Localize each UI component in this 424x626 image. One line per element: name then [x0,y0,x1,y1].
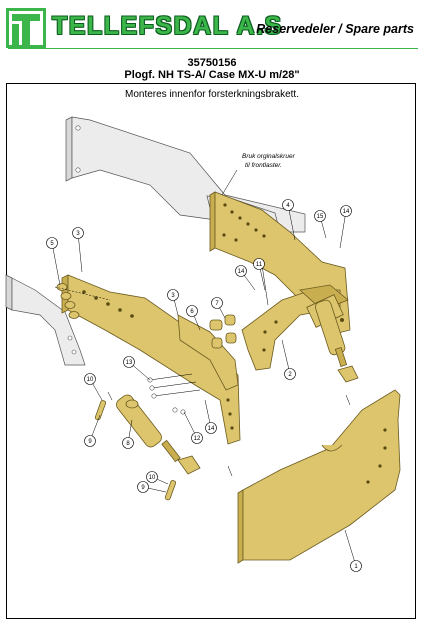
document-title: Plogf. NH TS-A/ Case MX-U m/28" [124,69,300,81]
callout-9: 9 [84,435,96,447]
part-13-bolts [147,373,201,415]
callout-circle [46,237,58,249]
callout-circle [84,435,96,447]
part-cylinder-right [314,299,359,383]
annotation-line-1: Bruk orginalskruer [242,153,296,160]
callout-number: 9 [88,439,92,445]
callout-number: 9 [141,485,145,491]
callout-number: 14 [238,269,245,275]
callout-5: 5 [46,237,58,249]
callout-15: 15 [314,210,326,222]
callout-circle [146,471,158,483]
part-6-7-bushings [209,314,237,349]
brand-name: TELLEFSDAL A.S [52,12,283,40]
tellefsdal-logo-icon [6,8,46,48]
callout-circle [211,297,223,309]
callout-13: 13 [123,356,135,368]
callout-11: 11 [253,258,265,270]
header-divider [8,48,418,49]
callout-number: 10 [149,475,156,481]
callout-circle [284,368,296,380]
callout-number: 13 [126,360,133,366]
callout-number: 6 [190,309,194,315]
callout-circle [235,265,247,277]
callout-circle [122,437,134,449]
drawing-frame [6,83,416,619]
callout-circle [137,481,149,493]
callout-6: 6 [186,305,198,317]
callout-3: 3 [167,289,179,301]
callout-number: 11 [256,262,263,268]
callout-number: 10 [87,377,94,383]
page-header: TELLEFSDAL A.S Reservedeler / Spare part… [0,0,424,52]
tagline: Reservedeler / Spare parts [256,22,414,36]
callout-circle [191,432,203,444]
callout-circle [167,289,179,301]
part-9-10-pins [94,391,351,501]
callout-circle [253,258,265,270]
callout-14: 14 [235,265,247,277]
callout-14: 14 [205,422,217,434]
callout-number: 15 [317,214,324,220]
callout-number: 3 [76,231,80,237]
callout-8: 8 [122,437,134,449]
part-5-spacers [54,283,111,319]
callout-circle [282,199,294,211]
mounting-note: Monteres innenfor forsterkningsbrakett. [125,89,299,100]
callout-number: 12 [194,436,201,442]
callout-14: 14 [340,205,352,217]
annotation-line-2: til frontlaster. [245,162,282,169]
callout-number: 5 [50,241,54,247]
part-1-mounting-plate [237,389,401,564]
callout-9: 9 [137,481,149,493]
callout-number: 3 [171,293,175,299]
callout-7: 7 [211,297,223,309]
callout-number: 1 [354,564,358,570]
part-3-side-plate [177,314,239,391]
callout-1: 1 [350,560,362,572]
callout-circle [186,305,198,317]
callout-circle [314,210,326,222]
callout-circle [350,560,362,572]
callout-3: 3 [72,227,84,239]
callout-10: 10 [84,373,96,385]
part-8-cylinder-left [116,394,201,475]
callout-4: 4 [282,199,294,211]
callout-number: 8 [126,441,130,447]
callout-circle [123,356,135,368]
callout-circle [340,205,352,217]
callout-number: 4 [286,203,290,209]
part-number: 35750156 [187,57,237,69]
callout-circle [84,373,96,385]
callout-number: 7 [215,301,219,307]
callout-circle [72,227,84,239]
callout-circle [205,422,217,434]
callout-12: 12 [191,432,203,444]
callout-2: 2 [284,368,296,380]
callout-number: 2 [288,372,292,378]
callout-10: 10 [146,471,158,483]
callout-number: 14 [343,209,350,215]
callout-number: 14 [208,426,215,432]
tractor-frame-ghost-lower [5,274,86,366]
